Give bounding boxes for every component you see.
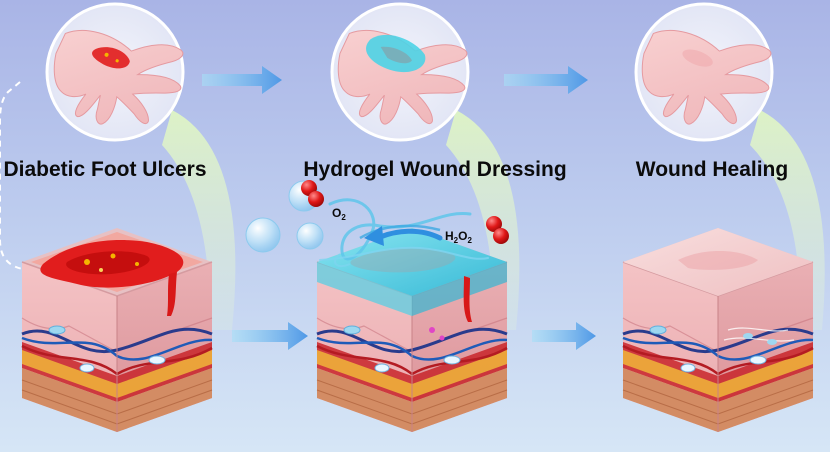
skin-block-ulcer — [20, 226, 214, 434]
h2o2-molecule — [486, 216, 509, 244]
arrow-bottom-2 — [532, 322, 596, 350]
beam-stage1 — [162, 110, 236, 330]
bubble-medium — [296, 222, 324, 250]
hand-wound — [92, 47, 130, 69]
o2-molecule — [301, 180, 324, 207]
o2-label: O2 — [332, 206, 346, 222]
h2o2-label: H2O2 — [445, 229, 472, 245]
stage-label-hydrogel-wound-dressing: Hydrogel Wound Dressing — [303, 158, 566, 181]
hand-circle-stage1 — [37, 2, 194, 147]
stage-label-wound-healing: Wound Healing — [636, 158, 788, 181]
dashed-connector — [0, 81, 40, 271]
hand-circle-stage2 — [321, 2, 478, 147]
stage-label-diabetic-foot-ulcers: Diabetic Foot Ulcers — [3, 158, 206, 181]
hydrogel-splash — [319, 198, 489, 268]
arrow-top-1 — [202, 66, 282, 94]
conversion-arrow-icon — [364, 226, 443, 246]
skin-block-healed — [621, 226, 815, 434]
arrow-top-2 — [504, 66, 588, 94]
bubble-large — [245, 217, 281, 253]
hand-circle-stage3 — [625, 2, 782, 147]
arrow-bottom-1 — [232, 322, 308, 350]
